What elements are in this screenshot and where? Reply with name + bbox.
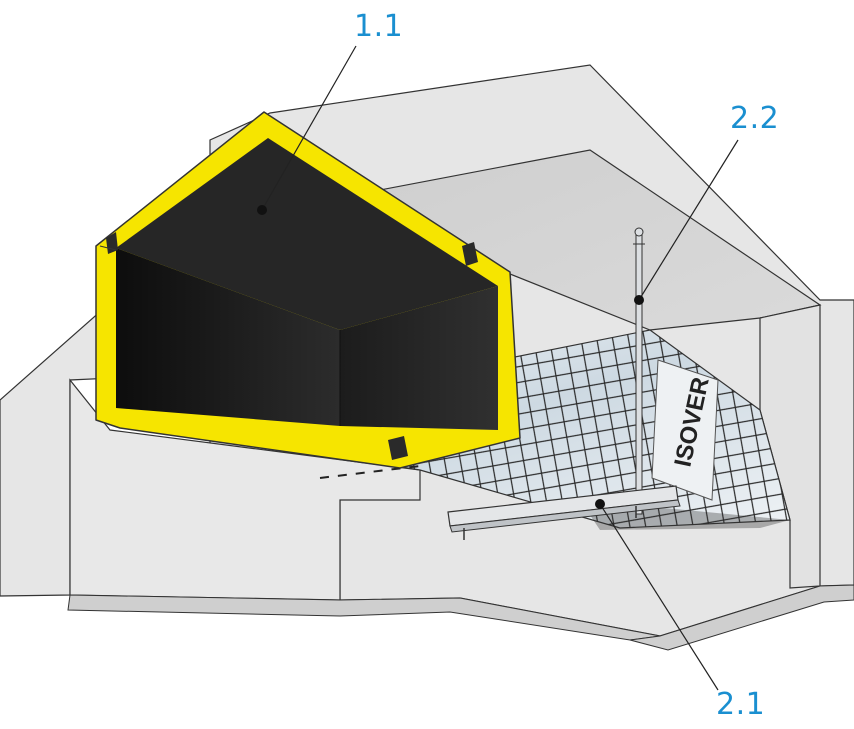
support-rail	[447, 485, 681, 540]
duct-cross-section	[95, 111, 521, 469]
leader-2-2	[634, 139, 739, 305]
duct-inner-left	[116, 248, 340, 426]
duct-inner-right	[340, 286, 498, 430]
isover-label-plate: ISOVER	[651, 359, 719, 501]
callout-2-2: 2.2	[730, 101, 780, 136]
leader-2-1	[595, 499, 719, 691]
callout-1-1: 1.1	[354, 9, 404, 44]
right-wall-base	[629, 584, 854, 651]
duct-lid	[116, 138, 498, 330]
callout-2-1: 2.1	[716, 687, 766, 722]
leader-1-1	[257, 45, 357, 215]
hanging-rod	[633, 227, 645, 515]
